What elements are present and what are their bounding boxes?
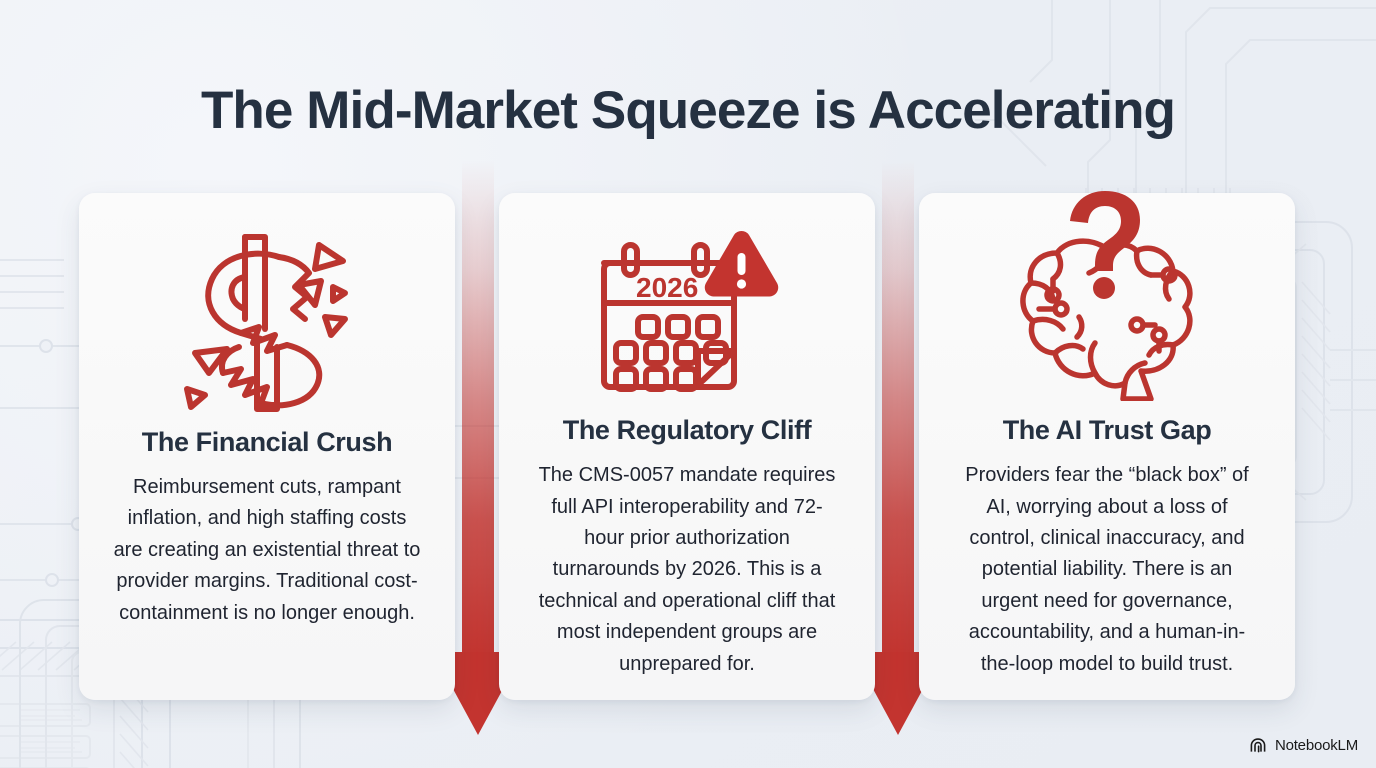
downward-arrow-1 [432, 160, 524, 740]
card-ai-trust-gap: The AI Trust Gap Providers fear the “bla… [919, 191, 1295, 700]
brain-question-icon [1019, 191, 1195, 409]
card-title: The AI Trust Gap [1002, 415, 1212, 446]
notebooklm-label: NotebookLM [1274, 737, 1358, 754]
warning-triangle-icon [704, 231, 779, 297]
question-mark-glyph [1070, 191, 1140, 300]
card-title: The Financial Crush [141, 427, 393, 457]
page-title: The Mid-Market Squeeze is Accelerating [200, 80, 1176, 140]
cracked-dollar-icon [183, 225, 351, 421]
calendar-warning-icon: 2026 [594, 225, 780, 409]
card-body: Providers fear the “black box” of AI, wo… [965, 464, 1249, 675]
calendar-year-label: 2026 [636, 272, 698, 303]
notebooklm-logo-icon [1250, 738, 1269, 753]
card-body: Reimbursement cuts, rampant inflation, a… [113, 476, 421, 624]
card-title: The Regulatory Cliff [562, 415, 812, 446]
card-regulatory-cliff: 2026 The Regulatory Cliff The CMS-0057 m… [499, 193, 875, 700]
card-financial-crush: The Financial Crush Reimbursement cuts, … [79, 193, 455, 700]
card-body: The CMS-0057 mandate requires full API i… [538, 464, 836, 675]
notebooklm-watermark: NotebookLM [1250, 737, 1358, 754]
